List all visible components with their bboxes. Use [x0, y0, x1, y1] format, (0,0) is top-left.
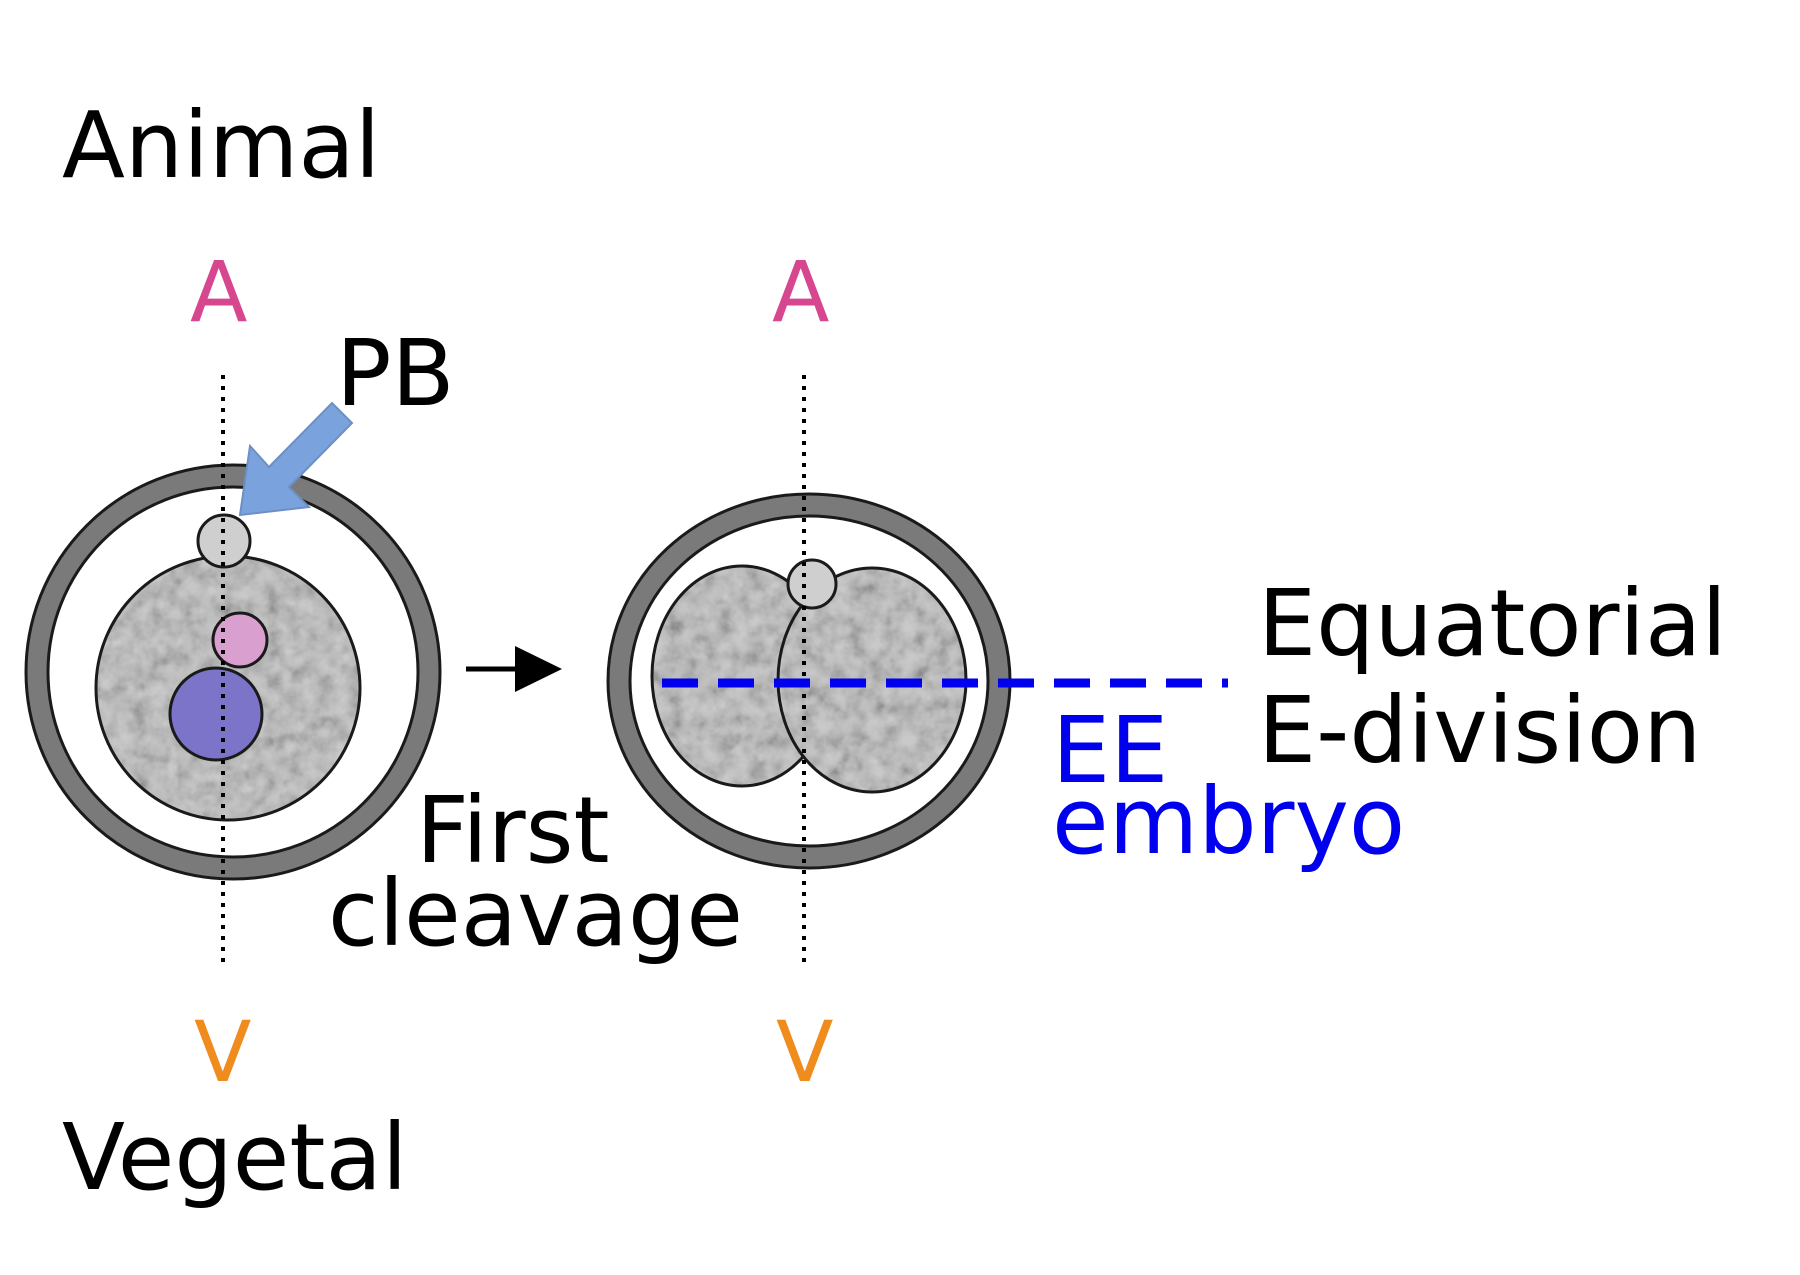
pronucleus-pink — [211, 611, 269, 669]
polar-body — [786, 558, 838, 610]
vegetal-pole-marker-right: V — [776, 1003, 834, 1101]
zygote — [24, 463, 442, 881]
ee-label: EE — [1052, 697, 1169, 804]
zona-pellucida-outline-outer — [24, 463, 442, 881]
right-arrow-icon — [466, 646, 562, 692]
first-cleavage-label-line1: First — [416, 777, 610, 884]
first-cleavage-label-line2: cleavage — [328, 860, 743, 967]
vegetal-pole-label: Vegetal — [62, 1104, 408, 1211]
polar-body-label: PB — [336, 320, 455, 427]
zona-pellucida — [26, 465, 440, 879]
pronucleus-purple — [168, 666, 264, 762]
zona-pellucida-outline-inner — [46, 485, 420, 859]
equatorial-label: Equatorial — [1258, 570, 1727, 677]
zona-pellucida-outline-inner — [628, 514, 990, 848]
animal-pole-marker-right: A — [772, 243, 830, 341]
arrow-icon — [238, 401, 354, 517]
embryo-label: embryo — [1052, 768, 1406, 875]
animal-pole-label: Animal — [62, 92, 381, 199]
e-division-label: E-division — [1258, 677, 1702, 784]
vegetal-pole-marker-left: V — [194, 1003, 252, 1101]
animal-pole-marker-left: A — [190, 243, 248, 341]
